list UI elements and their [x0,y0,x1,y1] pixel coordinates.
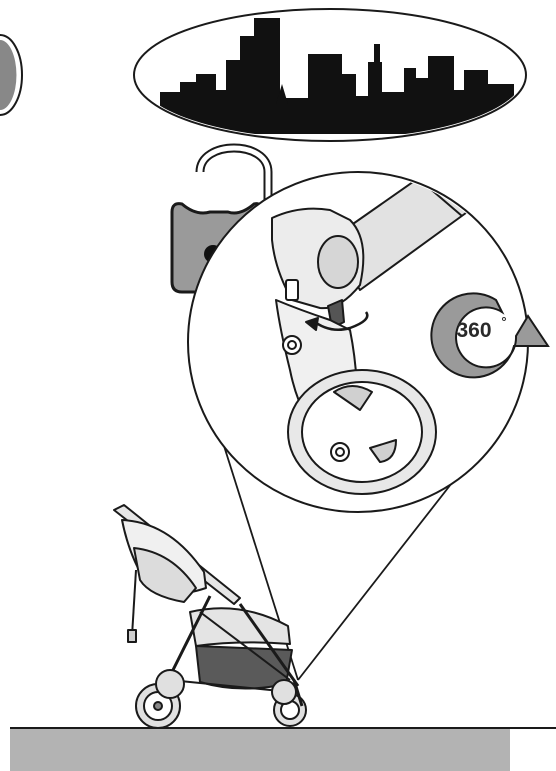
city-skyline-icon [134,9,526,141]
partial-circle-left [0,35,22,115]
degree-symbol: ° [501,314,506,329]
rotation-label: 360 [456,319,491,342]
ground-surface [10,728,510,771]
